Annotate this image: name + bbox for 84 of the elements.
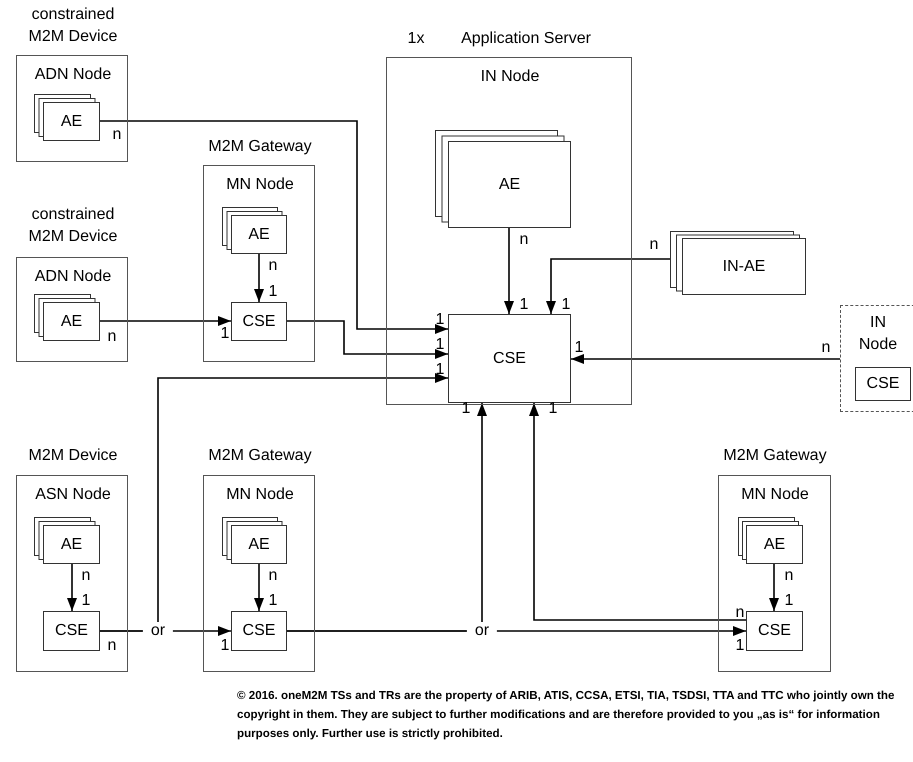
multiplicity-label: 1 bbox=[268, 592, 278, 610]
arrow bbox=[100, 120, 448, 334]
entity-label: AE bbox=[247, 534, 271, 554]
multiplicity-label: n bbox=[268, 257, 278, 275]
stacked-entity-box bbox=[34, 294, 100, 341]
node-heading: constrained M2M Device bbox=[28, 5, 118, 47]
node-heading: M2M Gateway bbox=[207, 137, 313, 157]
node-title: ADN Node bbox=[34, 267, 112, 287]
multiplicity-label: 1 bbox=[574, 339, 584, 357]
multiplicity-label: 1 bbox=[784, 592, 794, 610]
stacked-entity-box bbox=[435, 130, 571, 228]
entity-label: AE bbox=[60, 534, 84, 554]
multiplicity-label: 1 bbox=[462, 400, 470, 418]
arrow bbox=[287, 320, 448, 359]
entity-box bbox=[855, 367, 911, 401]
arrow bbox=[571, 354, 840, 364]
stacked-entity-box bbox=[738, 517, 803, 564]
entity-label: AE bbox=[60, 312, 84, 332]
multiplicity-label: n bbox=[650, 236, 658, 254]
entity-label: AE bbox=[498, 174, 522, 194]
entity-box bbox=[448, 314, 571, 403]
multiplicity-label: 1 bbox=[736, 637, 744, 655]
multiplicity-label: n bbox=[82, 567, 90, 585]
entity-box bbox=[43, 611, 100, 651]
node-title: ADN Node bbox=[34, 65, 112, 85]
copyright-notice: © 2016. oneM2M TSs and TRs are the property of ARIB, ATIS, CCSA, ETSI, TIA, TSDSI, TTA and TTC who jointly own the copyright in them. They are subject to further modifications and are therefore provided to you „as is“ for information purposes only. Further use is strictly prohibited. bbox=[237, 688, 896, 742]
entity-label: CSE bbox=[54, 621, 89, 641]
arrow bbox=[287, 626, 746, 636]
entity-box bbox=[746, 611, 803, 651]
arrow bbox=[769, 564, 779, 611]
node-title: MN Node bbox=[225, 485, 295, 505]
arrow bbox=[67, 564, 77, 611]
multiplicity-label: n bbox=[822, 339, 830, 357]
multiplicity-label: 1 bbox=[562, 296, 570, 314]
node-heading: 1x bbox=[406, 29, 426, 49]
stacked-entity-box bbox=[670, 231, 806, 295]
node-title: IN Node bbox=[858, 313, 898, 355]
multiplicity-label: 1 bbox=[82, 592, 90, 610]
multiplicity-label: n bbox=[784, 567, 794, 585]
multiplicity-label: n bbox=[736, 604, 744, 622]
multiplicity-label: n bbox=[520, 231, 528, 249]
multiplicity-label: 1 bbox=[220, 325, 230, 343]
multiplicity-label: 1 bbox=[220, 637, 230, 655]
node-heading: M2M Gateway bbox=[722, 446, 828, 466]
multiplicity-label: 1 bbox=[436, 311, 444, 329]
stacked-entity-box bbox=[34, 517, 100, 564]
multiplicity-label: n bbox=[108, 328, 116, 346]
dashed-node-box bbox=[840, 305, 913, 412]
multiplicity-label: n bbox=[268, 567, 278, 585]
entity-label: CSE bbox=[866, 374, 900, 394]
stacked-entity-box bbox=[34, 94, 100, 141]
node-title: IN Node bbox=[480, 67, 540, 87]
entity-box bbox=[231, 302, 287, 341]
stacked-entity-box bbox=[222, 517, 287, 564]
entity-label: CSE bbox=[242, 621, 276, 641]
node-title: ASN Node bbox=[34, 485, 112, 505]
multiplicity-label: 1 bbox=[436, 336, 444, 354]
arrow bbox=[504, 228, 514, 314]
multiplicity-label: 1 bbox=[520, 296, 528, 314]
arrow bbox=[100, 316, 231, 326]
entity-label: AE bbox=[60, 112, 84, 132]
node-heading: constrained M2M Device bbox=[28, 205, 118, 247]
node-title: MN Node bbox=[740, 485, 810, 505]
multiplicity-label: 1 bbox=[548, 400, 558, 418]
entity-label: CSE bbox=[757, 621, 792, 641]
multiplicity-label: n bbox=[112, 126, 122, 144]
entity-label: IN-AE bbox=[722, 256, 766, 276]
arrow bbox=[254, 254, 264, 302]
multiplicity-label: 1 bbox=[436, 361, 444, 379]
node-heading: M2M Gateway bbox=[207, 446, 313, 466]
multiplicity-label: n bbox=[108, 637, 116, 655]
entity-box bbox=[231, 611, 287, 651]
entity-label: AE bbox=[247, 224, 271, 244]
stacked-entity-box bbox=[222, 207, 287, 254]
arrow bbox=[254, 564, 264, 611]
node-title: MN Node bbox=[225, 175, 295, 195]
arrow bbox=[529, 403, 746, 621]
entity-label: AE bbox=[762, 534, 786, 554]
entity-label: CSE bbox=[492, 348, 527, 368]
entity-label: CSE bbox=[242, 312, 276, 332]
node-heading: Application Server bbox=[460, 29, 592, 49]
arrow bbox=[546, 258, 670, 314]
node-heading: M2M Device bbox=[28, 446, 118, 466]
multiplicity-label: 1 bbox=[268, 283, 278, 301]
